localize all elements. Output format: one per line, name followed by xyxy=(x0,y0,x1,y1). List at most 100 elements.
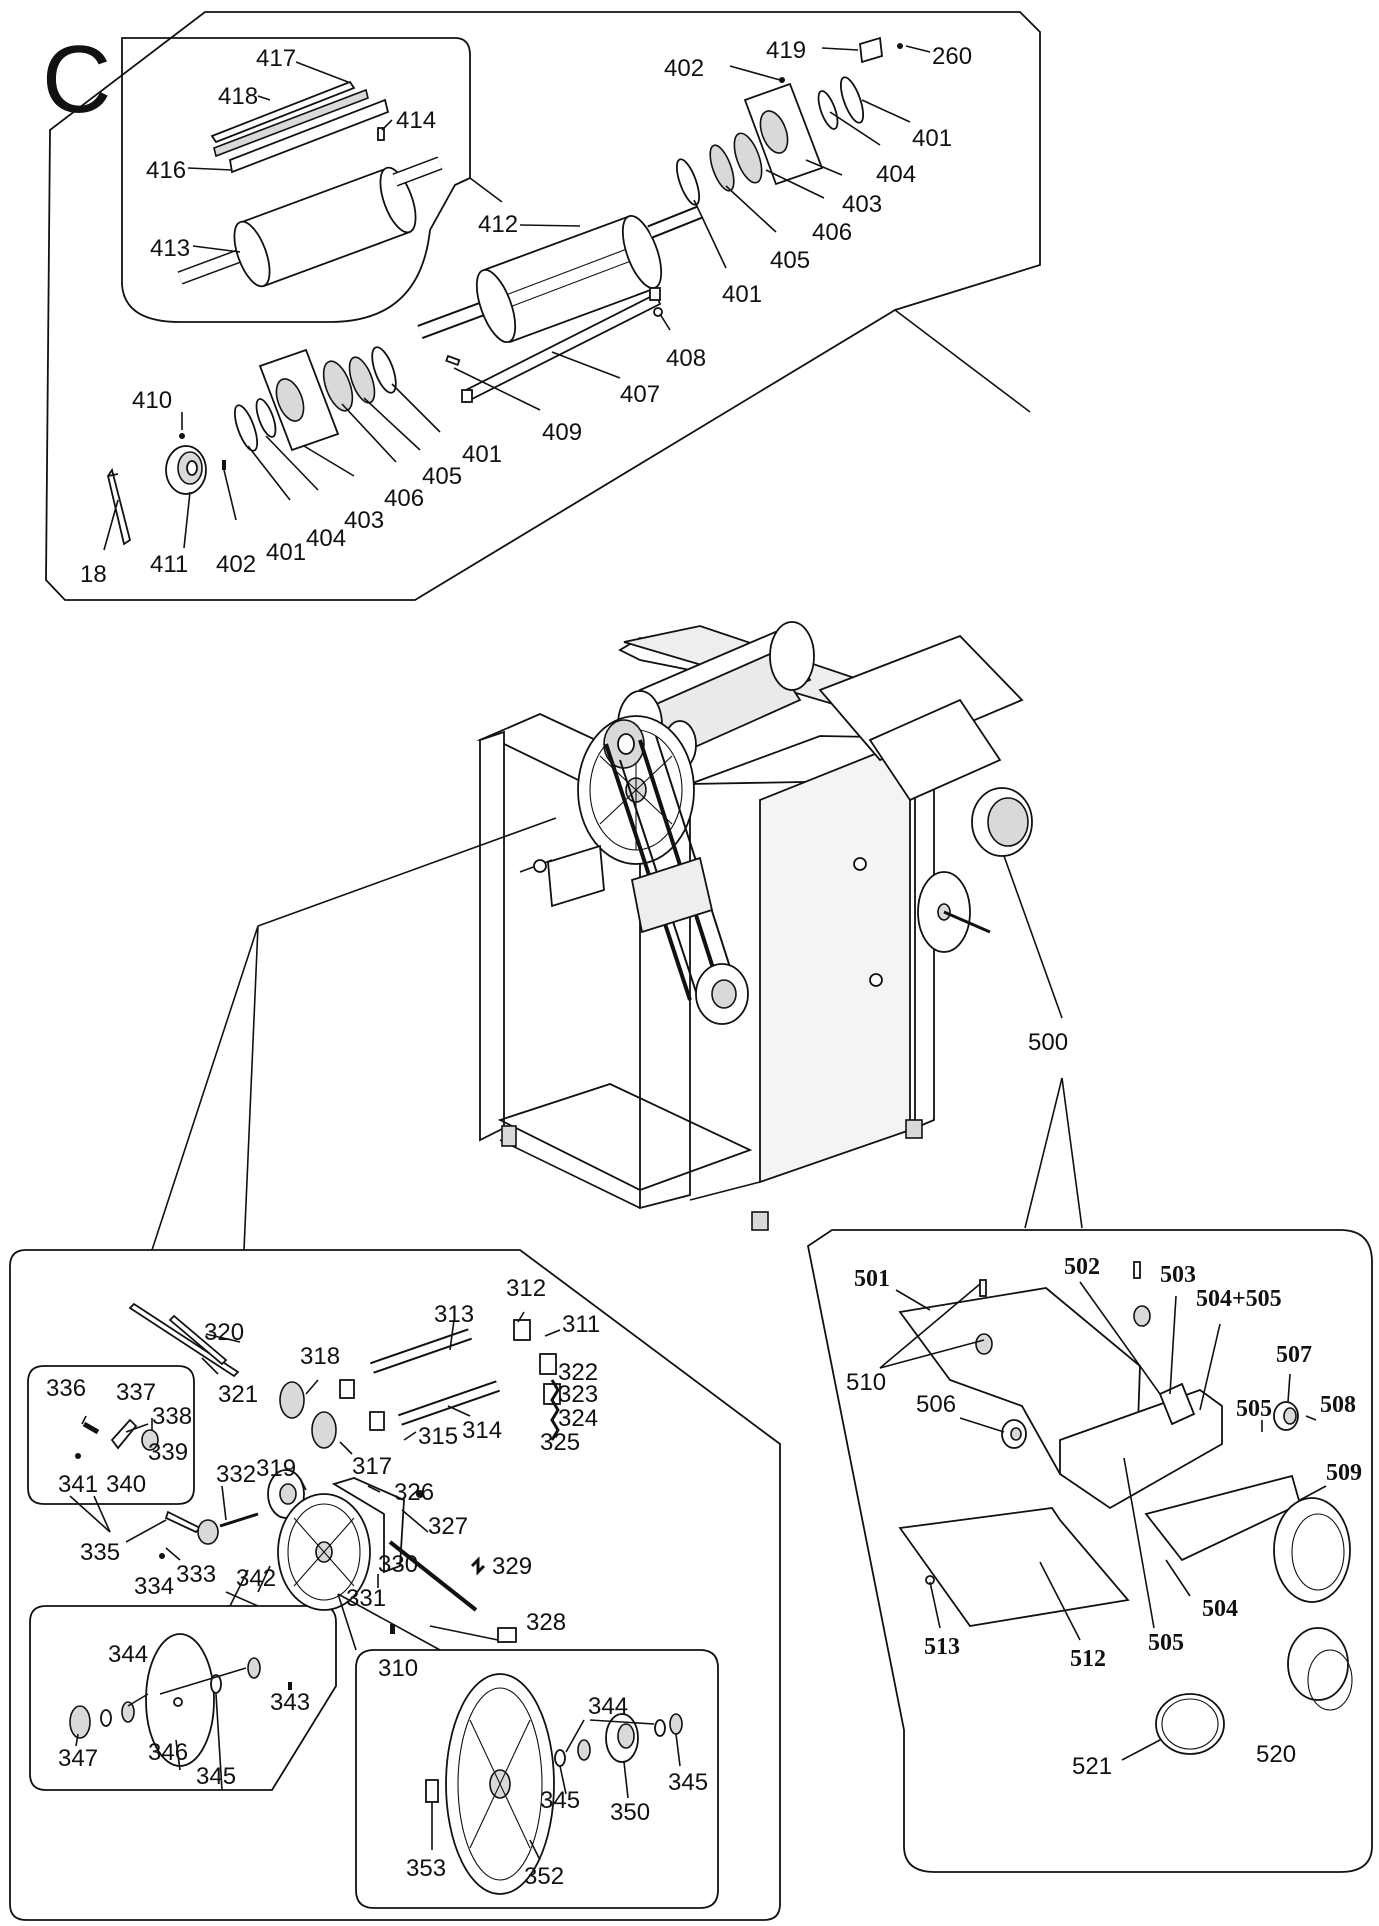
part-512-plate xyxy=(898,1507,1130,1627)
label-508: 508 xyxy=(1320,1392,1356,1418)
label-314: 314 xyxy=(462,1417,502,1444)
label-405: 405 xyxy=(770,247,810,274)
label-402: 402 xyxy=(664,55,704,82)
label-402: 402 xyxy=(216,551,256,578)
panel-feed-rollers xyxy=(9,817,781,1921)
label-406: 406 xyxy=(384,485,424,512)
label-260: 260 xyxy=(932,43,972,70)
label-513: 513 xyxy=(924,1634,960,1660)
part-337-lever xyxy=(110,1418,138,1450)
part-335-lever xyxy=(164,1510,202,1534)
part-328-knob xyxy=(497,1627,517,1643)
label-500: 500 xyxy=(1028,1029,1068,1056)
label-419: 419 xyxy=(766,37,806,64)
label-353: 353 xyxy=(406,1855,446,1882)
label-342: 342 xyxy=(236,1565,276,1592)
part-411-pulley xyxy=(165,445,207,495)
label-321: 321 xyxy=(218,1381,258,1408)
label-345: 345 xyxy=(540,1787,580,1814)
part-350-pulley xyxy=(605,1713,639,1763)
label-416: 416 xyxy=(146,157,186,184)
switch-box xyxy=(547,844,605,908)
part-409-key xyxy=(445,354,461,367)
dust-hood-body xyxy=(818,634,1024,762)
label-405: 405 xyxy=(422,463,462,490)
label-502: 502 xyxy=(1064,1254,1100,1280)
label-334: 334 xyxy=(134,1573,174,1600)
part-418-gib xyxy=(213,88,369,158)
label-417: 417 xyxy=(256,45,296,72)
part-329-spring xyxy=(470,1556,486,1576)
label-404: 404 xyxy=(306,525,346,552)
part-504-dust-port xyxy=(1273,1497,1351,1603)
part-314-roller xyxy=(398,1380,500,1426)
part-401-ring xyxy=(675,158,701,206)
label-327: 327 xyxy=(428,1513,468,1540)
label-412: 412 xyxy=(478,211,518,238)
part-405-bearing xyxy=(709,144,735,192)
label-318: 318 xyxy=(300,1343,340,1370)
label-332: 332 xyxy=(216,1461,256,1488)
part-500-dust-port xyxy=(971,787,1033,857)
label-313: 313 xyxy=(434,1301,474,1328)
label-324: 324 xyxy=(558,1405,598,1432)
part-506-knob xyxy=(1001,1419,1027,1449)
part-419-bracket xyxy=(859,36,883,64)
inset-350-353-outline xyxy=(355,1649,719,1909)
label-403: 403 xyxy=(842,191,882,218)
label-509: 509 xyxy=(1326,1460,1362,1486)
section-letter: C xyxy=(42,26,111,133)
part-320-rack xyxy=(128,1302,240,1378)
panel-c-cutter-block: C xyxy=(42,11,1041,601)
part-312-bushing xyxy=(513,1319,531,1341)
label-414: 414 xyxy=(396,107,436,134)
part-402-screw xyxy=(779,77,785,83)
part-331-handwheel xyxy=(277,1493,371,1611)
label-521: 521 xyxy=(1072,1753,1112,1780)
label-333: 333 xyxy=(176,1561,216,1588)
label-323: 323 xyxy=(558,1381,598,1408)
part-404-ring xyxy=(817,90,839,130)
label-506: 506 xyxy=(916,1391,956,1418)
label-401: 401 xyxy=(266,539,306,566)
label-512: 512 xyxy=(1070,1646,1106,1672)
part-401-ring xyxy=(839,76,865,124)
label-330: 330 xyxy=(378,1551,418,1578)
label-507: 507 xyxy=(1276,1342,1312,1368)
label-344: 344 xyxy=(108,1641,148,1668)
planer-machine-assembly xyxy=(476,621,1063,1231)
label-329: 329 xyxy=(492,1553,532,1580)
inset-outline xyxy=(121,37,471,323)
label-341: 341 xyxy=(58,1471,98,1498)
pulley-upper xyxy=(603,719,645,769)
label-322: 322 xyxy=(558,1359,598,1386)
label-310: 310 xyxy=(378,1655,418,1682)
part-260-screw xyxy=(897,43,903,49)
panel-c-outline xyxy=(45,11,1041,601)
label-501: 501 xyxy=(854,1266,890,1292)
label-352: 352 xyxy=(524,1863,564,1890)
label-505: 505 xyxy=(1236,1396,1272,1422)
part-321-rack xyxy=(168,1314,228,1366)
label-401: 401 xyxy=(912,125,952,152)
label-315: 315 xyxy=(418,1423,458,1450)
label-320: 320 xyxy=(204,1319,244,1346)
part-324-spring xyxy=(550,1379,560,1441)
label-409: 409 xyxy=(542,419,582,446)
part-352-handwheel xyxy=(445,1673,555,1895)
label-408: 408 xyxy=(666,345,706,372)
label-325: 325 xyxy=(540,1429,580,1456)
part-327-bracket xyxy=(331,1477,405,1574)
label-340: 340 xyxy=(106,1471,146,1498)
machine-frame-left-side xyxy=(476,713,691,1210)
part-318-gear xyxy=(279,1381,305,1419)
label-504: 504 xyxy=(1202,1596,1238,1622)
panel-feed-outline xyxy=(9,1249,781,1921)
label-345: 345 xyxy=(196,1763,236,1790)
label-326: 326 xyxy=(394,1479,434,1506)
part-503-bracket xyxy=(1158,1382,1196,1426)
label-312: 312 xyxy=(506,1275,546,1302)
label-328: 328 xyxy=(526,1609,566,1636)
label-331: 331 xyxy=(346,1585,386,1612)
